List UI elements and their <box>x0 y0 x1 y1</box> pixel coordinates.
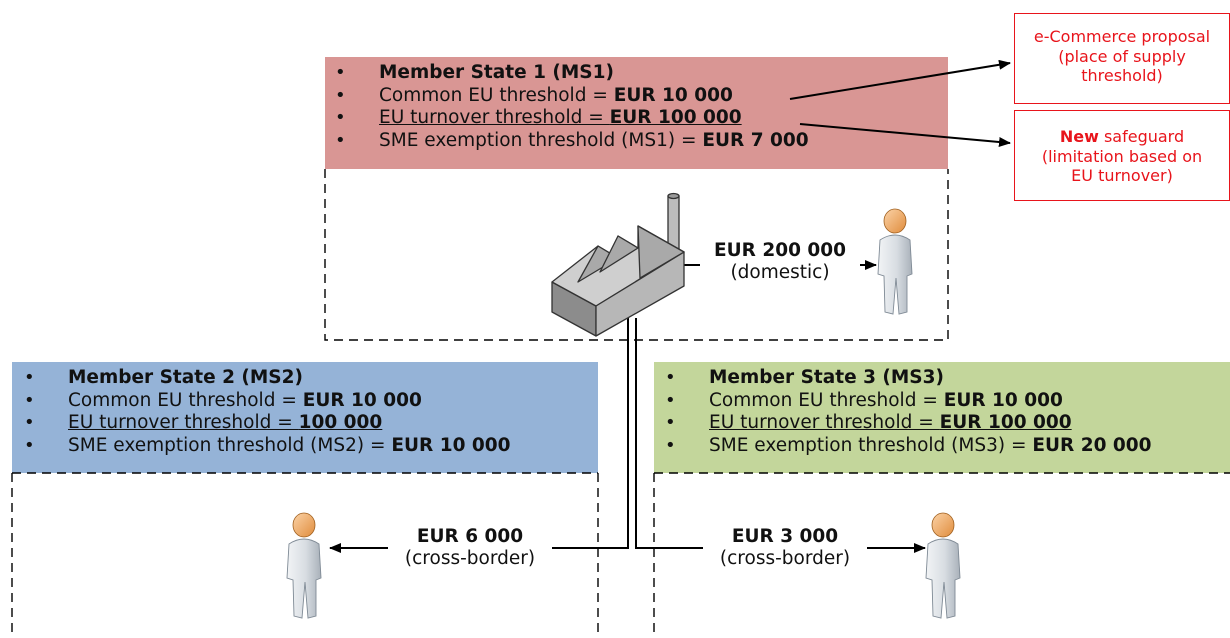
ms3-title: Member State 3 (MS3) <box>709 367 944 388</box>
ms2-flow-amount: EUR 6 000 <box>416 526 524 547</box>
arrow-to-ecommerce-callout <box>789 59 1011 100</box>
ms3-turnover-label: EU turnover threshold = <box>709 412 940 433</box>
ms2-threshold-list: Member State 2 (MS2) Common EU threshold… <box>24 367 511 458</box>
factory-icon <box>551 192 685 337</box>
ms3-common-label: Common EU threshold = <box>709 389 944 411</box>
ms2-title: Member State 2 (MS2) <box>68 367 303 388</box>
ms3-sme-threshold-item: SME exemption threshold (MS3) = EUR 20 0… <box>665 434 1152 458</box>
domestic-flow-label: EUR 200 000 (domestic) <box>700 240 860 284</box>
ms3-common-value: EUR 10 000 <box>943 389 1063 411</box>
ms2-turnover-threshold-item: EU turnover threshold = 100 000 <box>24 412 511 435</box>
ms1-turnover-threshold-item: EU turnover threshold = EUR 100 000 <box>335 107 809 130</box>
ecommerce-proposal-callout: e-Commerce proposal (place of supply thr… <box>1014 13 1230 104</box>
safeguard-new-word: New <box>1059 127 1099 146</box>
ms1-common-label: Common EU threshold = <box>379 84 614 106</box>
ms3-threshold-list: Member State 3 (MS3) Common EU threshold… <box>665 367 1152 458</box>
domestic-flow-note: (domestic) <box>730 262 830 283</box>
ms2-common-threshold-item: Common EU threshold = EUR 10 000 <box>24 389 511 413</box>
ms1-threshold-list: Member State 1 (MS1) Common EU threshold… <box>335 62 809 153</box>
ms1-sme-threshold-item: SME exemption threshold (MS1) = EUR 7 00… <box>335 129 809 153</box>
ms2-turnover-label: EU turnover threshold = <box>68 412 299 433</box>
ms3-sme-value: EUR 20 000 <box>1032 434 1152 456</box>
ms2-flow-label: EUR 6 000 (cross-border) <box>388 526 552 570</box>
ms3-flow-amount: EUR 3 000 <box>731 526 839 547</box>
new-safeguard-callout: New safeguard (limitation based on EU tu… <box>1014 110 1230 201</box>
safeguard-callout-line2: (limitation based on <box>1041 146 1203 166</box>
ms2-common-value: EUR 10 000 <box>302 389 422 411</box>
safeguard-line1-rest: safeguard <box>1098 127 1185 146</box>
ms1-turnover-value: EUR 100 000 <box>609 107 742 128</box>
ms1-title-item: Member State 1 (MS1) <box>335 62 809 85</box>
ms2-title-item: Member State 2 (MS2) <box>24 367 511 390</box>
ms3-flow-label: EUR 3 000 (cross-border) <box>703 526 867 570</box>
ecommerce-callout-line3: threshold) <box>1081 66 1163 85</box>
ms3-turnover-threshold-item: EU turnover threshold = EUR 100 000 <box>665 412 1152 435</box>
ms2-turnover-value: 100 000 <box>298 412 383 433</box>
ms1-title: Member State 1 (MS1) <box>379 62 614 83</box>
ms1-sme-label: SME exemption threshold (MS1) = <box>379 129 703 151</box>
safeguard-callout-line1: New safeguard <box>1015 127 1229 147</box>
ms2-common-label: Common EU threshold = <box>68 389 303 411</box>
ms2-flow-note: (cross-border) <box>404 548 536 569</box>
ms3-title-item: Member State 3 (MS3) <box>665 367 1152 390</box>
ms1-common-value: EUR 10 000 <box>613 84 733 106</box>
ms2-sme-value: EUR 10 000 <box>391 434 511 456</box>
ms1-sme-value: EUR 7 000 <box>702 129 809 151</box>
person-icon <box>925 512 961 619</box>
person-icon <box>877 208 913 315</box>
arrow-to-safeguard-callout <box>799 123 1011 147</box>
ms1-common-threshold-item: Common EU threshold = EUR 10 000 <box>335 84 809 108</box>
ecommerce-callout-line2: (place of supply <box>1058 46 1186 66</box>
ms3-flow-note: (cross-border) <box>719 548 851 569</box>
ms2-sme-label: SME exemption threshold (MS2) = <box>68 434 392 456</box>
ms1-turnover-label: EU turnover threshold = <box>379 107 610 128</box>
person-icon <box>286 512 322 619</box>
ms3-common-threshold-item: Common EU threshold = EUR 10 000 <box>665 389 1152 413</box>
domestic-flow-amount: EUR 200 000 <box>713 240 847 261</box>
ecommerce-callout-line1: e-Commerce proposal <box>1033 27 1211 46</box>
ms2-sme-threshold-item: SME exemption threshold (MS2) = EUR 10 0… <box>24 434 511 458</box>
ms3-turnover-value: EUR 100 000 <box>939 412 1072 433</box>
safeguard-callout-line3: EU turnover) <box>1071 166 1173 185</box>
ms3-sme-label: SME exemption threshold (MS3) = <box>709 434 1033 456</box>
